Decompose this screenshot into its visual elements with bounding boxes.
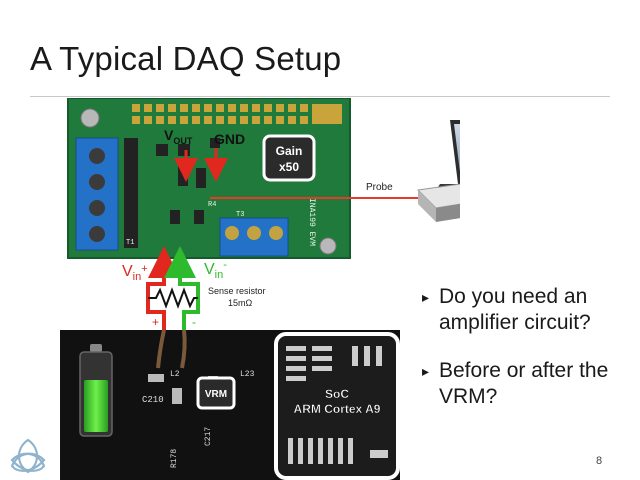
sense-resistor-circuit [146,246,200,340]
left-terminal-block [75,137,119,251]
silkscreen-c210: C210 [142,395,164,405]
page-number: 8 [596,455,603,467]
slide-title: A Typical DAQ Setup [30,40,342,77]
bullet-list: ▸ Do you need an amplifier circuit? ▸ Be… [422,284,637,432]
vrm-box [196,376,236,410]
soc-box [274,332,400,480]
sense-resistor-value: 15mΩ [228,298,253,308]
target-board: L2 L23 C210 R178 C217 VRM SoC ARM Cortex… [60,329,400,480]
silkscreen-l23: L23 [240,370,255,379]
silkscreen-c217: C217 [204,427,213,446]
right-terminal-block [219,217,289,257]
triquetra-logo-icon [10,438,46,474]
title-divider [30,96,610,97]
gain-box [262,134,316,182]
ina199-board: VOUT GND Gain x50 INA199 EVM R4 T3 T1 [67,98,351,259]
gnd-label: GND [214,131,245,147]
soc-cpu-label: ARM Cortex A9 [294,402,381,416]
gain-value: x50 [279,160,299,174]
plus-terminal-label: + [152,315,159,329]
bullet-item: ▸ Do you need an amplifier circuit? [422,284,637,336]
soc-label: SoC [325,387,349,401]
vin-minus-label: Vin- [204,259,227,281]
board-silkscreen-ina: INA199 EVM [307,198,316,246]
board-silkscreen-r4: R4 [208,201,216,209]
soc-component-grid [286,346,388,464]
mounting-hole [319,237,337,255]
gain-label: Gain [276,144,303,158]
gold-pad-grid [132,104,342,124]
minus-terminal-label: - [192,315,196,329]
mounting-hole [80,108,100,128]
vin-plus-label: Vin+ [122,263,148,283]
bullet-item: ▸ Before or after the VRM? [422,358,637,410]
vrm-label: VRM [205,389,227,400]
vout-label: VOUT [164,127,193,146]
sense-resistor-label: Sense resistor [208,286,266,296]
probe-label: Probe [366,182,393,193]
daq-setup-figure: VOUT GND Gain x50 INA199 EVM R4 T3 T1 Pr… [60,98,460,480]
board-silkscreen-t1: T1 [126,239,134,247]
bullet-text: Before or after the VRM? [439,359,609,408]
board-silkscreen-t3: T3 [236,211,244,219]
bullet-marker-icon: ▸ [422,363,430,379]
silkscreen-l2: L2 [170,370,180,379]
bullet-marker-icon: ▸ [422,289,430,305]
bullet-text: Do you need an amplifier circuit? [439,285,591,334]
battery-icon [79,344,113,437]
silkscreen-r178: R178 [170,449,179,468]
daq-device-image [416,183,460,222]
